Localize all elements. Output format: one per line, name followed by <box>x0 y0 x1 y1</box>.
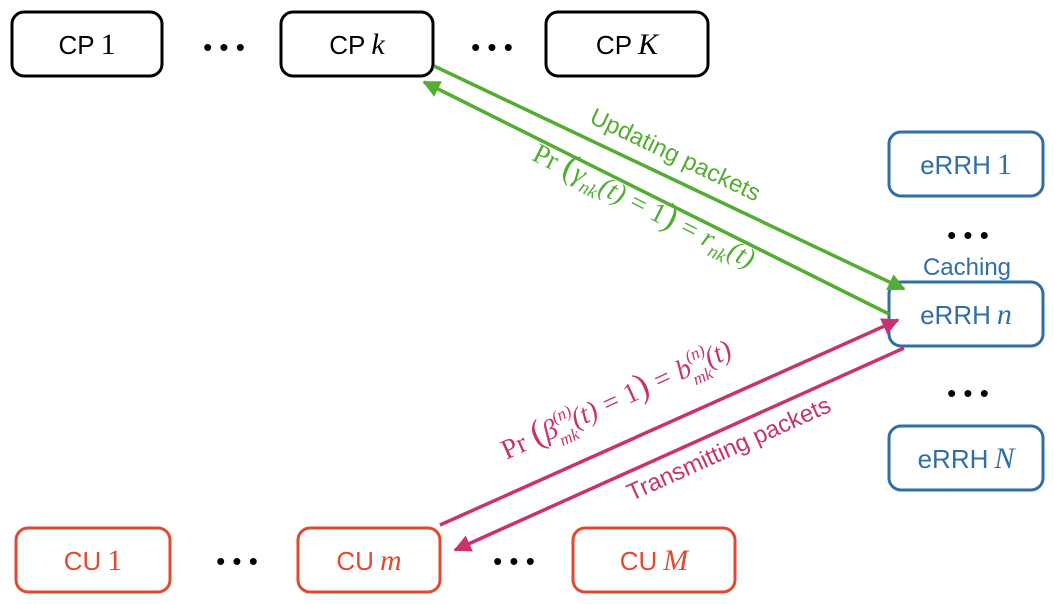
transmit-probability-formula: Pr(β(n)mk(t)= 1)=b(n)mk(t) <box>493 327 740 473</box>
cp-prefix: CP <box>58 30 94 60</box>
cu-prefix: CU <box>336 546 374 576</box>
errh-prefix: eRRH <box>920 300 991 330</box>
cp-prefix: CP <box>329 30 365 60</box>
svg-text:CPk: CPk <box>329 28 385 61</box>
errh-index: n <box>997 298 1012 331</box>
cp-index: 1 <box>101 28 116 61</box>
svg-text:CUM: CUM <box>620 544 691 577</box>
cu-index: m <box>380 544 402 577</box>
cu-ellipsis-right: • • • <box>493 546 535 576</box>
cp-ellipsis-left: • • • <box>203 32 245 62</box>
update-arrow-down <box>433 64 906 291</box>
update-arrow-up <box>422 80 890 316</box>
errh-ellipsis-top: • • • <box>947 220 989 250</box>
errh-ellipsis-bottom: • • • <box>947 378 989 408</box>
cp-ellipsis-right: • • • <box>471 32 513 62</box>
cp-index: k <box>371 28 385 61</box>
svg-text:CPK: CPK <box>596 28 660 61</box>
cp-prefix: CP <box>596 30 632 60</box>
transmit-arrow-up <box>439 318 900 527</box>
cu-prefix: CU <box>620 546 658 576</box>
caching-label: Caching <box>923 254 1011 281</box>
svg-text:CP1: CP1 <box>58 28 115 61</box>
svg-text:CU1: CU1 <box>64 544 123 577</box>
svg-text:CUm: CUm <box>336 544 401 577</box>
errh-prefix: eRRH <box>920 150 991 180</box>
cu-index: 1 <box>107 544 122 577</box>
cu-ellipsis-left: • • • <box>216 546 258 576</box>
svg-text:Pr(β(n)mk(t)= 1)=b(n)mk(t): Pr(β(n)mk(t)= 1)=b(n)mk(t) <box>493 327 740 473</box>
errh-index: N <box>993 442 1016 475</box>
errh-index: 1 <box>997 148 1012 181</box>
cu-prefix: CU <box>64 546 102 576</box>
transmit-arrow-down <box>453 346 905 552</box>
errh-prefix: eRRH <box>918 444 989 474</box>
cp-index: K <box>637 28 660 61</box>
cu-index: M <box>662 544 690 577</box>
transmitting-packets-label: Transmitting packets <box>623 392 835 507</box>
